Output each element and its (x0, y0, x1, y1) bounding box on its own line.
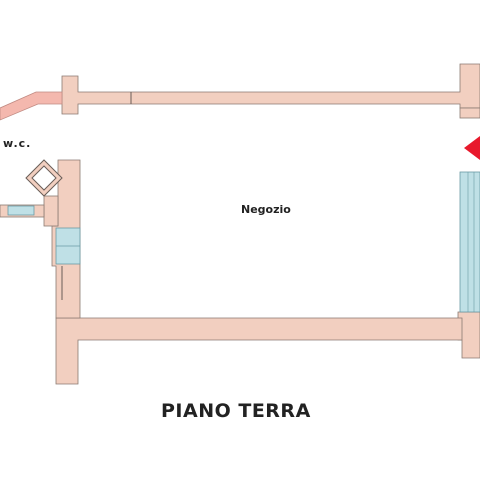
wall-wc-diagonal (0, 91, 63, 121)
wall-bottom (55, 317, 463, 385)
walls (0, 63, 480, 385)
wall-ticks (61, 92, 132, 300)
floor-title: PIANO TERRA (161, 400, 311, 422)
wc-label: w.c. (3, 137, 32, 150)
wc-fixture (25, 159, 63, 197)
wall-top (61, 63, 480, 115)
entrance-arrow-icon (464, 136, 480, 160)
wall-wc-chunk (43, 195, 59, 227)
wall-right-upper (459, 107, 480, 119)
room-label-negozio: Negozio (241, 203, 291, 216)
window-left (55, 227, 81, 265)
window-wc (7, 205, 35, 216)
window-right (459, 171, 480, 313)
